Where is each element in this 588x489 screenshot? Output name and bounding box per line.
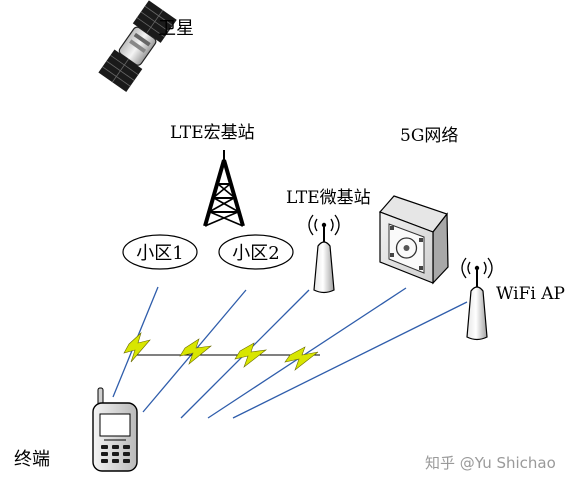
link-wifi	[232, 301, 468, 419]
wifi-ap-label: WiFi AP	[496, 284, 565, 304]
satellite-icon	[98, 0, 177, 92]
cell-1-label: 小区1	[136, 243, 183, 264]
lte-micro-label: LTE微基站	[286, 188, 371, 208]
lightning-icon	[123, 332, 151, 363]
signal-bolts	[123, 332, 319, 371]
cell-2: 小区2	[218, 234, 294, 270]
lightning-icon	[234, 342, 268, 368]
wireless-links	[112, 286, 468, 419]
lightning-icon	[284, 346, 319, 371]
micro-antenna-icon	[308, 214, 340, 294]
cell-1: 小区1	[122, 234, 198, 270]
lte-macro-label: LTE宏基站	[170, 123, 255, 143]
5g-network-label: 5G网络	[400, 126, 458, 146]
wifi-ap-icon	[461, 257, 493, 341]
cell-tower-icon	[203, 150, 245, 227]
terminal-label: 终端	[14, 449, 50, 470]
cell-2-label: 小区2	[232, 243, 279, 264]
link-5g	[207, 287, 407, 419]
phone-icon	[92, 387, 138, 472]
lightning-icon	[179, 338, 213, 365]
5g-router-icon	[378, 195, 449, 285]
satellite-label: 卫星	[158, 18, 194, 39]
watermark: 知乎 @Yu Shichao	[425, 454, 556, 472]
